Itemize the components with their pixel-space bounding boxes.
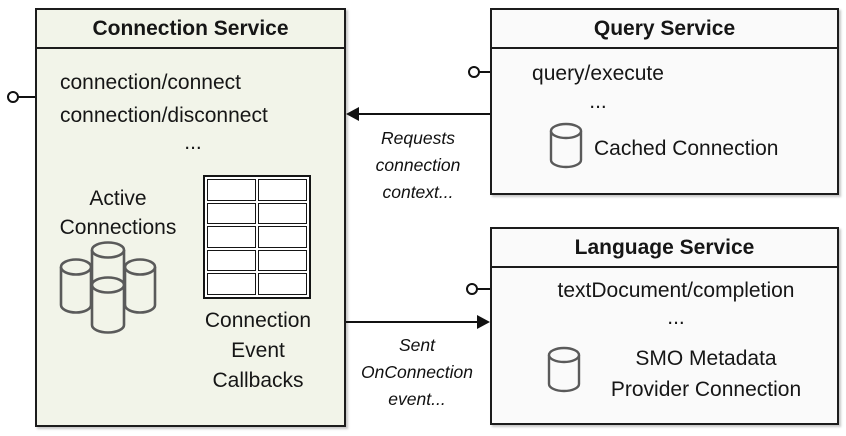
query-interface-lollipop-icon bbox=[468, 66, 480, 78]
connection-methods: connection/connect connection/disconnect bbox=[60, 71, 268, 127]
language-service-title: Language Service bbox=[492, 229, 837, 268]
sent-arrow-label: Sent OnConnection event... bbox=[361, 335, 473, 409]
language-service-box: Language Service textDocument/completion… bbox=[490, 227, 839, 425]
query-method-block: query/execute ... bbox=[528, 60, 668, 116]
table-cell bbox=[258, 179, 307, 201]
database-icon bbox=[547, 346, 581, 393]
table-cell bbox=[207, 273, 256, 295]
table-cell bbox=[207, 202, 256, 225]
database-cluster-icon bbox=[59, 241, 157, 334]
sent-arrow-head-icon bbox=[477, 315, 490, 329]
callbacks-table bbox=[203, 175, 311, 299]
cached-connection-label: Cached Connection bbox=[594, 137, 779, 160]
query-method: query/execute bbox=[532, 62, 664, 85]
smo-connection-label: SMO Metadata Provider Connection bbox=[610, 347, 802, 401]
table-cell bbox=[207, 249, 256, 272]
table-cell bbox=[258, 273, 307, 295]
connection-methods-ellipsis: ... bbox=[184, 131, 202, 154]
table-cell bbox=[207, 226, 256, 248]
callbacks-label: Connection Event Callbacks bbox=[204, 309, 312, 392]
requests-arrow-line bbox=[352, 113, 490, 115]
query-service-title: Query Service bbox=[492, 10, 837, 49]
connection-service-title: Connection Service bbox=[37, 10, 344, 49]
table-cell bbox=[207, 179, 256, 201]
query-method-ellipsis: ... bbox=[589, 90, 607, 113]
connection-service-box: Connection Service connection/connect co… bbox=[35, 8, 346, 427]
query-service-box: Query Service query/execute ... Cached C… bbox=[490, 8, 839, 195]
language-method-ellipsis: ... bbox=[667, 306, 685, 329]
sent-arrow-line bbox=[346, 321, 479, 323]
language-method: textDocument/completion bbox=[557, 279, 795, 302]
table-cell bbox=[258, 202, 307, 225]
requests-arrow-head-icon bbox=[346, 107, 359, 121]
language-interface-lollipop-icon bbox=[466, 283, 478, 295]
table-cell bbox=[258, 226, 307, 248]
database-icon bbox=[549, 122, 583, 169]
language-method-block: textDocument/completion ... bbox=[526, 277, 826, 331]
connection-interface-lollipop-icon bbox=[7, 91, 19, 103]
table-cell bbox=[258, 249, 307, 272]
active-connections-label: Active Connections bbox=[59, 187, 177, 239]
requests-arrow-label: Requests connection context... bbox=[375, 128, 461, 202]
